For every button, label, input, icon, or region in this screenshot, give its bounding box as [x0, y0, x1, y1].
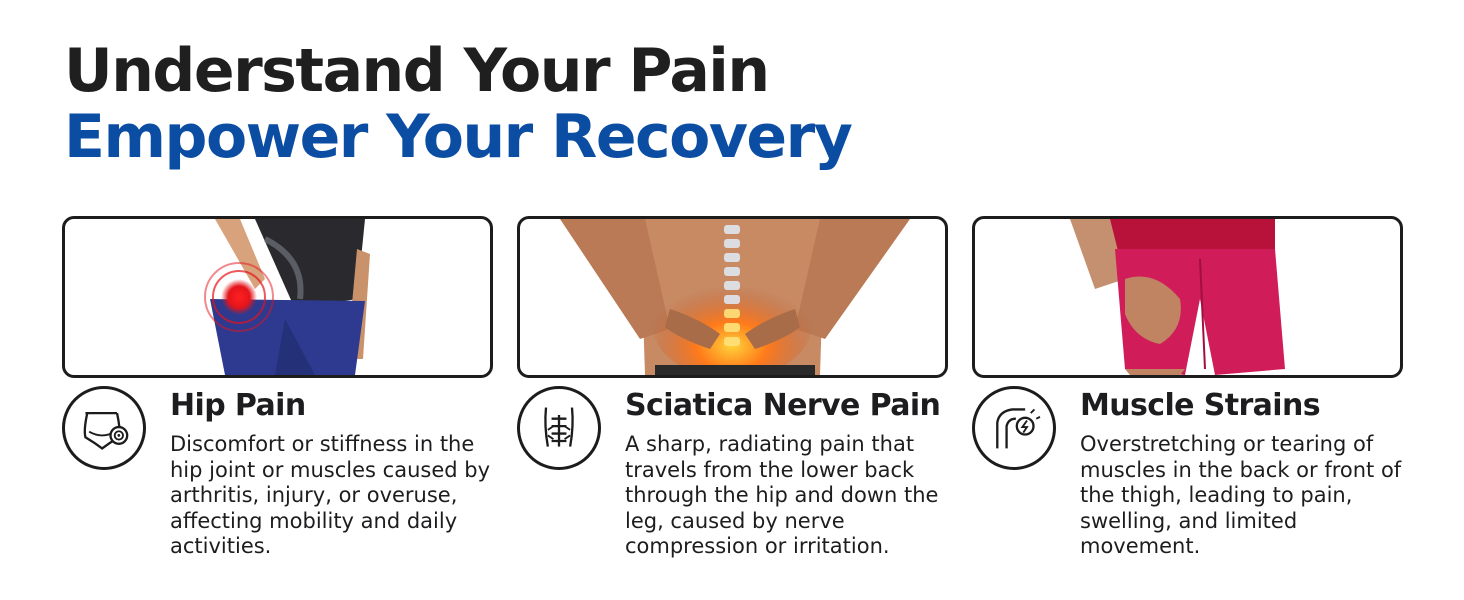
- headline-line-2: Empower Your Recovery: [64, 102, 853, 172]
- card-description: Discomfort or stiffness in the hip joint…: [170, 432, 491, 558]
- lower-back-pain-icon: [517, 386, 601, 470]
- card-title: Sciatica Nerve Pain: [625, 388, 941, 423]
- hip-pain-illustration: [204, 219, 370, 375]
- card-title: Muscle Strains: [1080, 388, 1321, 423]
- muscle-strains-illustration: [1070, 219, 1285, 375]
- thigh-strain-icon: [972, 386, 1056, 470]
- card-title: Hip Pain: [170, 388, 306, 423]
- card-description: Overstretching or tearing of muscles in …: [1080, 432, 1402, 558]
- hip-pain-photo: [62, 216, 493, 378]
- muscle-strains-photo: [972, 216, 1403, 378]
- card-description: A sharp, radiating pain that travels fro…: [625, 432, 939, 558]
- hip-target-icon: [62, 386, 146, 470]
- sciatica-illustration: [560, 219, 910, 375]
- sciatica-photo: [517, 216, 948, 378]
- headline: Understand Your Pain Empower Your Recove…: [64, 36, 853, 172]
- headline-line-1: Understand Your Pain: [64, 36, 770, 106]
